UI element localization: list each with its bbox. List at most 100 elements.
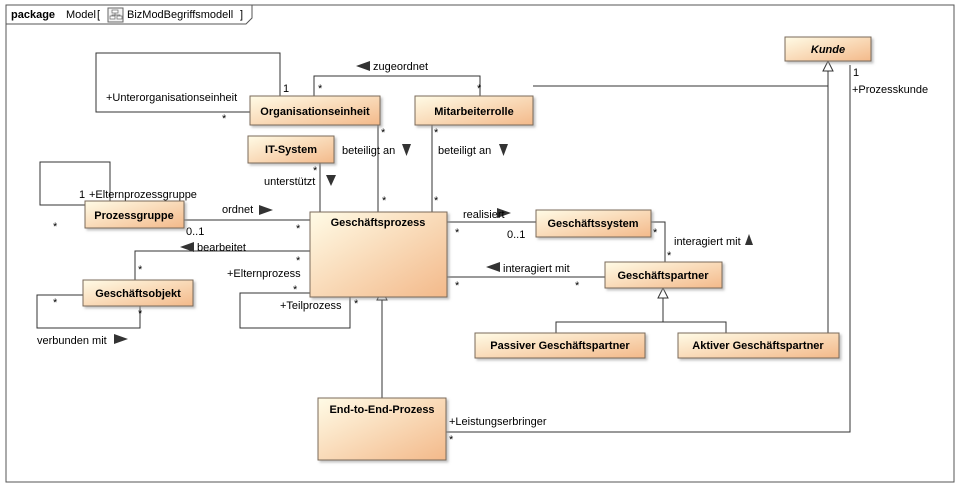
bearbeitet-association — [134, 250, 310, 280]
mult-gs: * — [653, 227, 658, 239]
gpart-generalization-arrow — [657, 286, 669, 299]
label-beteiligt-an-1: beteiligt an — [342, 145, 395, 157]
bearbeitet-direction-icon — [180, 242, 194, 252]
class-geschaeftsprozess[interactable]: Geschäftsprozess — [309, 211, 448, 298]
leistungserbringer-association — [446, 65, 851, 433]
realisiert-direction-icon — [497, 208, 511, 218]
class-prozessgruppe-name: Prozessgruppe — [94, 210, 173, 222]
class-organisationseinheit-name: Organisationseinheit — [260, 106, 370, 118]
kunde-generalization-arrow — [822, 59, 834, 72]
label-teilprozess: +Teilprozess — [280, 300, 342, 312]
class-kunde-name: Kunde — [811, 44, 845, 56]
class-prozessgruppe[interactable]: Prozessgruppe — [84, 200, 185, 229]
class-aktiver-geschaeftspartner[interactable]: Aktiver Geschäftspartner — [677, 332, 840, 359]
mult-go-left: * — [53, 297, 58, 309]
class-geschaeftspartner-name: Geschäftspartner — [617, 270, 709, 282]
mult-gp-real: * — [455, 227, 460, 239]
unterorg-self-association — [95, 52, 281, 113]
class-geschaeftsobjekt[interactable]: Geschäftsobjekt — [82, 279, 194, 307]
label-unterorganisationseinheit: +Unterorganisationseinheit — [106, 92, 237, 104]
connectors — [36, 52, 851, 433]
zugeordnet-direction-icon — [356, 61, 370, 71]
class-aktiver-name: Aktiver Geschäftspartner — [692, 340, 824, 352]
class-end-to-end-prozess[interactable]: End-to-End-Prozess — [317, 397, 447, 461]
pg-self-association — [39, 161, 111, 206]
package-frame — [5, 4, 955, 483]
mult-org-right: * — [318, 83, 323, 95]
verbunden-direction-icon — [114, 334, 128, 344]
mult-gp-top-left: * — [382, 195, 387, 207]
association-labels: zugeordnet +Unterorganisationseinheit 1 … — [37, 61, 928, 446]
package-bracket-open: [ — [97, 9, 100, 21]
mult-go-right: * — [138, 308, 143, 320]
label-bearbeitet: bearbeitet — [197, 242, 246, 254]
package-name: Model — [66, 9, 96, 21]
mult-gp-bearb: * — [296, 255, 301, 267]
class-it-system[interactable]: IT-System — [247, 135, 335, 164]
label-zugeordnet: zugeordnet — [373, 61, 428, 73]
class-mitarbeiterrolle[interactable]: Mitarbeiterrolle — [414, 95, 534, 126]
label-interagiert-mit-2: interagiert mit — [503, 263, 570, 275]
go-self-association — [36, 294, 141, 329]
mult-mit: * — [477, 83, 482, 95]
mult-tp: * — [293, 284, 298, 296]
class-passiver-geschaeftspartner[interactable]: Passiver Geschäftspartner — [474, 332, 646, 359]
aktiver-generalization-line — [663, 321, 727, 333]
mult-gp-tp: * — [354, 298, 359, 310]
label-ordnet: ordnet — [222, 204, 253, 216]
mult-gpart-left: * — [575, 280, 580, 292]
mult-mit-bottom: * — [434, 127, 439, 139]
zugeordnet-association — [313, 75, 481, 96]
class-passiver-name: Passiver Geschäftspartner — [490, 340, 630, 352]
mult-gpart-top: * — [667, 250, 672, 262]
label-interagiert-mit-1: interagiert mit — [674, 236, 741, 248]
package-tab — [6, 5, 253, 25]
package-keyword: package — [11, 9, 55, 21]
class-it-system-name: IT-System — [265, 144, 317, 156]
mult-kunde-1: 1 — [853, 67, 859, 79]
class-kunde[interactable]: Kunde — [784, 36, 872, 62]
mult-pg-01: 0..1 — [186, 226, 204, 238]
tp-self-association — [239, 292, 351, 329]
class-diagram-icon — [107, 7, 124, 23]
unterstuetzt-direction-icon — [326, 175, 336, 186]
class-organisationseinheit[interactable]: Organisationseinheit — [249, 95, 381, 126]
diagram-name: BizModBegriffsmodell — [127, 9, 233, 21]
mult-org-bottom: * — [381, 127, 386, 139]
package-bracket-close: ] — [240, 9, 243, 21]
mult-it: * — [313, 165, 318, 177]
class-end-to-end-name: End-to-End-Prozess — [329, 404, 434, 416]
direction-arrows — [114, 61, 753, 344]
mult-e2e: * — [449, 434, 454, 446]
interagiert-direction-icon-1 — [745, 234, 753, 245]
passiver-generalization-line — [555, 293, 664, 333]
label-prozesskunde: +Prozesskunde — [852, 84, 928, 96]
mult-pg-self: * — [53, 221, 58, 233]
label-elternprozessgruppe: +Elternprozessgruppe — [89, 189, 197, 201]
label-leistungserbringer: +Leistungserbringer — [449, 416, 547, 428]
mult-gs-01: 0..1 — [507, 229, 525, 241]
class-geschaeftspartner[interactable]: Geschäftspartner — [604, 261, 723, 289]
mult-go-top: * — [138, 264, 143, 276]
label-unterstuetzt: unterstützt — [264, 176, 315, 188]
label-beteiligt-an-2: beteiligt an — [438, 145, 491, 157]
mult-gp-ordnet: * — [296, 223, 301, 235]
label-realisiert: realisiert — [463, 209, 505, 221]
interagiert-gs-gpart — [651, 221, 666, 262]
mitarbeiterrolle-kunde-generalization — [533, 68, 829, 87]
mult-gp-top-right: * — [434, 195, 439, 207]
class-geschaeftsobjekt-name: Geschäftsobjekt — [95, 288, 181, 300]
class-geschaeftsprozess-name: Geschäftsprozess — [331, 217, 426, 229]
interagiert-direction-icon-2 — [486, 262, 500, 272]
label-verbunden-mit: verbunden mit — [37, 335, 107, 347]
mult-pg-1: 1 — [79, 189, 85, 201]
ordnet-direction-icon — [259, 205, 273, 215]
class-geschaeftssystem[interactable]: Geschäftssystem — [535, 209, 652, 238]
mult-org-1: 1 — [283, 83, 289, 95]
beteiligt-direction-icon-2 — [499, 144, 508, 156]
mult-gp-inter: * — [455, 280, 460, 292]
beteiligt-direction-icon-1 — [402, 144, 411, 156]
class-mitarbeiterrolle-name: Mitarbeiterrolle — [434, 106, 513, 118]
